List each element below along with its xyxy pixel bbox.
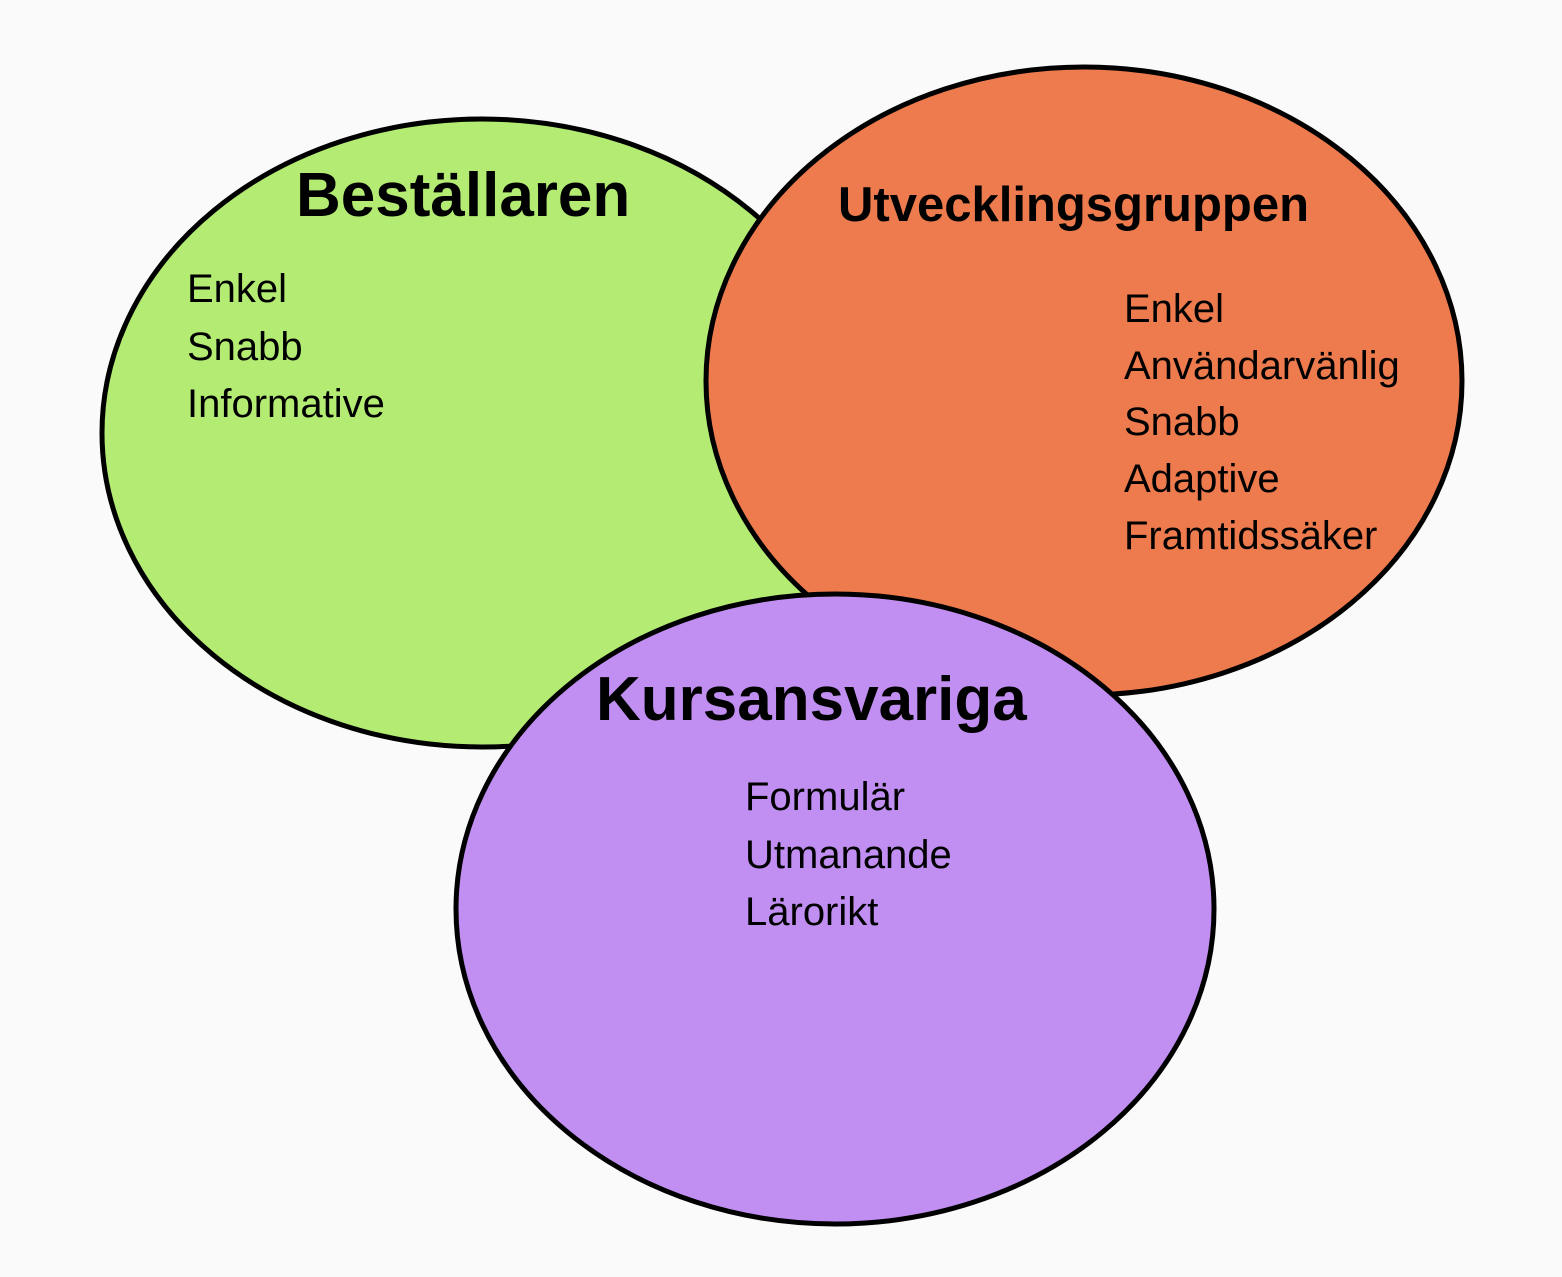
utvecklingsgruppen-item: Adaptive [1124,457,1280,501]
bestallaren-item: Enkel [187,267,287,311]
kursansvariga-item: Formulär [745,775,905,819]
kursansvariga-item: Lärorikt [745,890,878,934]
kursansvariga-item: Utmanande [745,833,952,877]
utvecklingsgruppen-item: Framtidssäker [1124,514,1377,558]
kursansvariga-title: Kursansvariga [596,665,1027,734]
bestallaren-title: Beställaren [296,161,630,230]
utvecklingsgruppen-title: Utvecklingsgruppen [838,178,1309,232]
utvecklingsgruppen-item: Enkel [1124,287,1224,331]
group-kursansvariga [453,591,1217,1227]
utvecklingsgruppen-item: Snabb [1124,400,1240,444]
bestallaren-item: Snabb [187,325,303,369]
utvecklingsgruppen-item: Användarvänlig [1124,344,1400,388]
bestallaren-item: Informative [187,382,385,426]
kursansvariga-ellipse [453,591,1217,1227]
